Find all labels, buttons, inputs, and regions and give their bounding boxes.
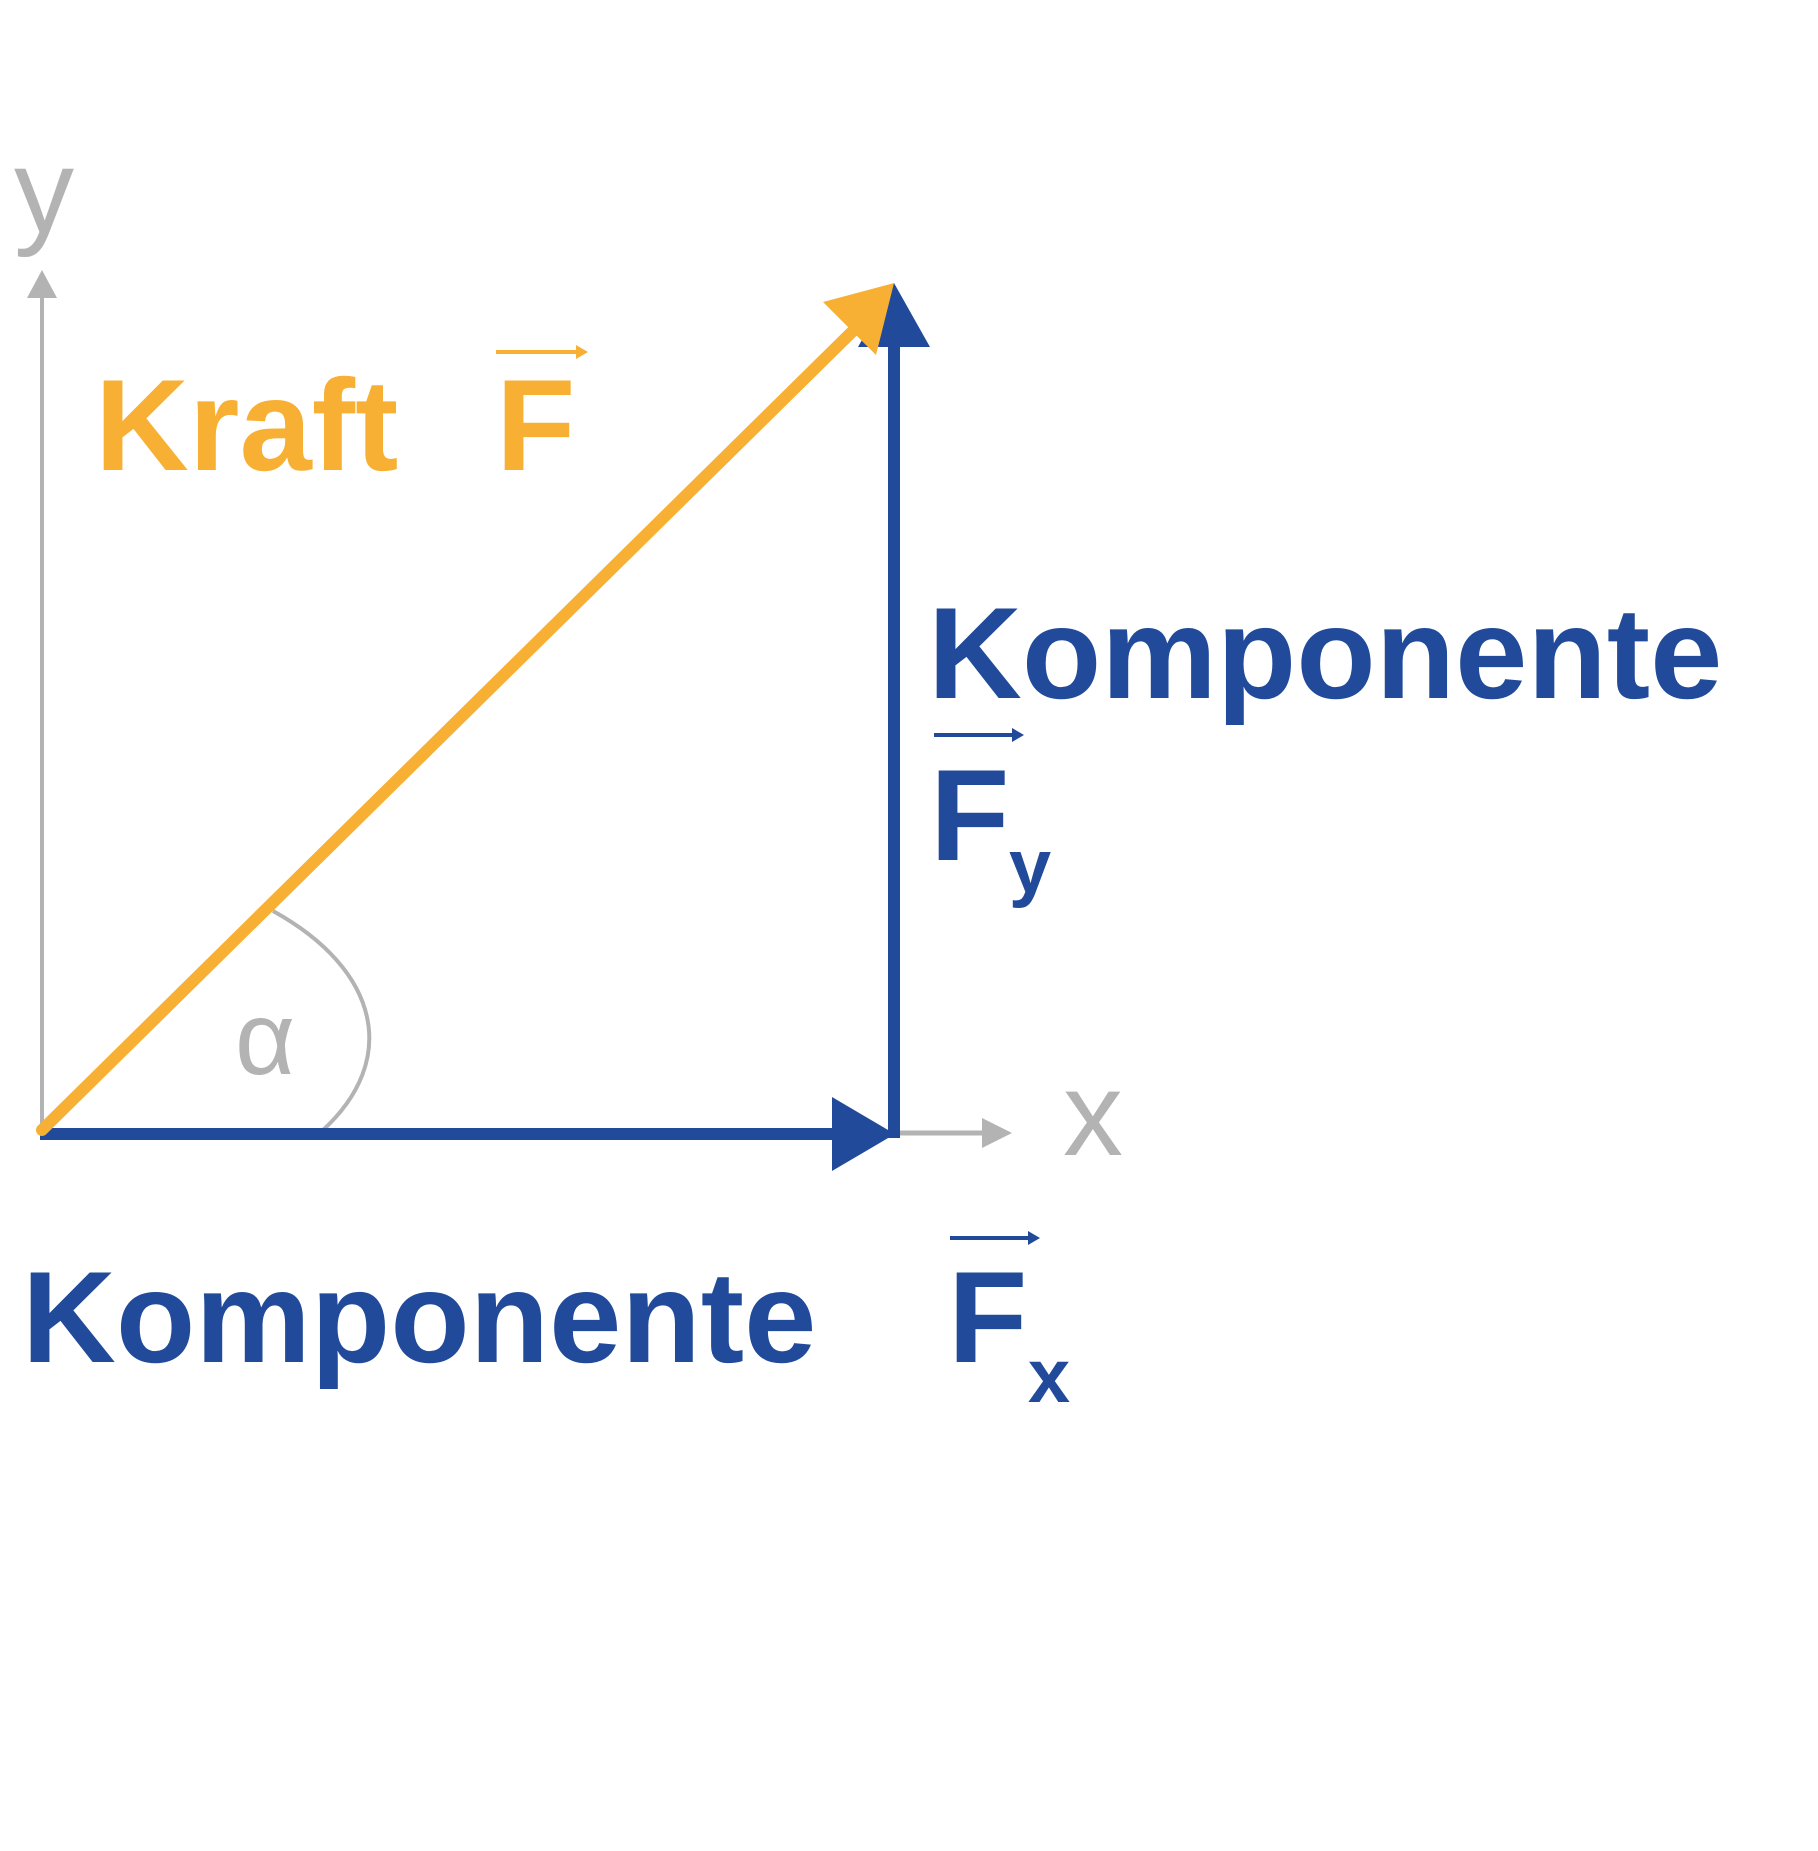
x-axis-label: x <box>1063 1047 1123 1181</box>
component-x-symbol: F <box>948 1244 1027 1390</box>
angle-arc <box>272 909 372 1133</box>
component-x-overarrow-head <box>1028 1231 1040 1245</box>
component-x-subscript: x <box>1028 1334 1070 1419</box>
component-y-label: Komponente F y <box>928 580 1722 909</box>
component-y-subscript: y <box>1009 824 1051 909</box>
force-vector <box>36 283 894 1136</box>
component-x-label: Komponente F x <box>22 1231 1070 1419</box>
y-axis-label: y <box>14 124 74 258</box>
component-y-label-text: Komponente <box>928 580 1722 726</box>
force-vector-line <box>36 316 868 1136</box>
force-label: Kraft F <box>95 345 588 498</box>
x-axis-arrowhead <box>982 1118 1012 1148</box>
component-y-symbol: F <box>930 742 1009 888</box>
force-label-text: Kraft <box>95 352 398 498</box>
y-axis-arrowhead <box>27 270 57 298</box>
component-vectors <box>40 283 930 1171</box>
component-x-arrowhead <box>832 1097 895 1171</box>
force-arrowhead <box>823 283 894 355</box>
force-vector-overarrow-head <box>576 345 588 359</box>
component-x-label-text: Komponente <box>22 1244 816 1390</box>
force-symbol: F <box>496 352 575 498</box>
component-y-overarrow-head <box>1012 728 1024 742</box>
coordinate-axes: y x <box>14 124 1123 1181</box>
angle-label-alpha: α <box>235 981 295 1097</box>
